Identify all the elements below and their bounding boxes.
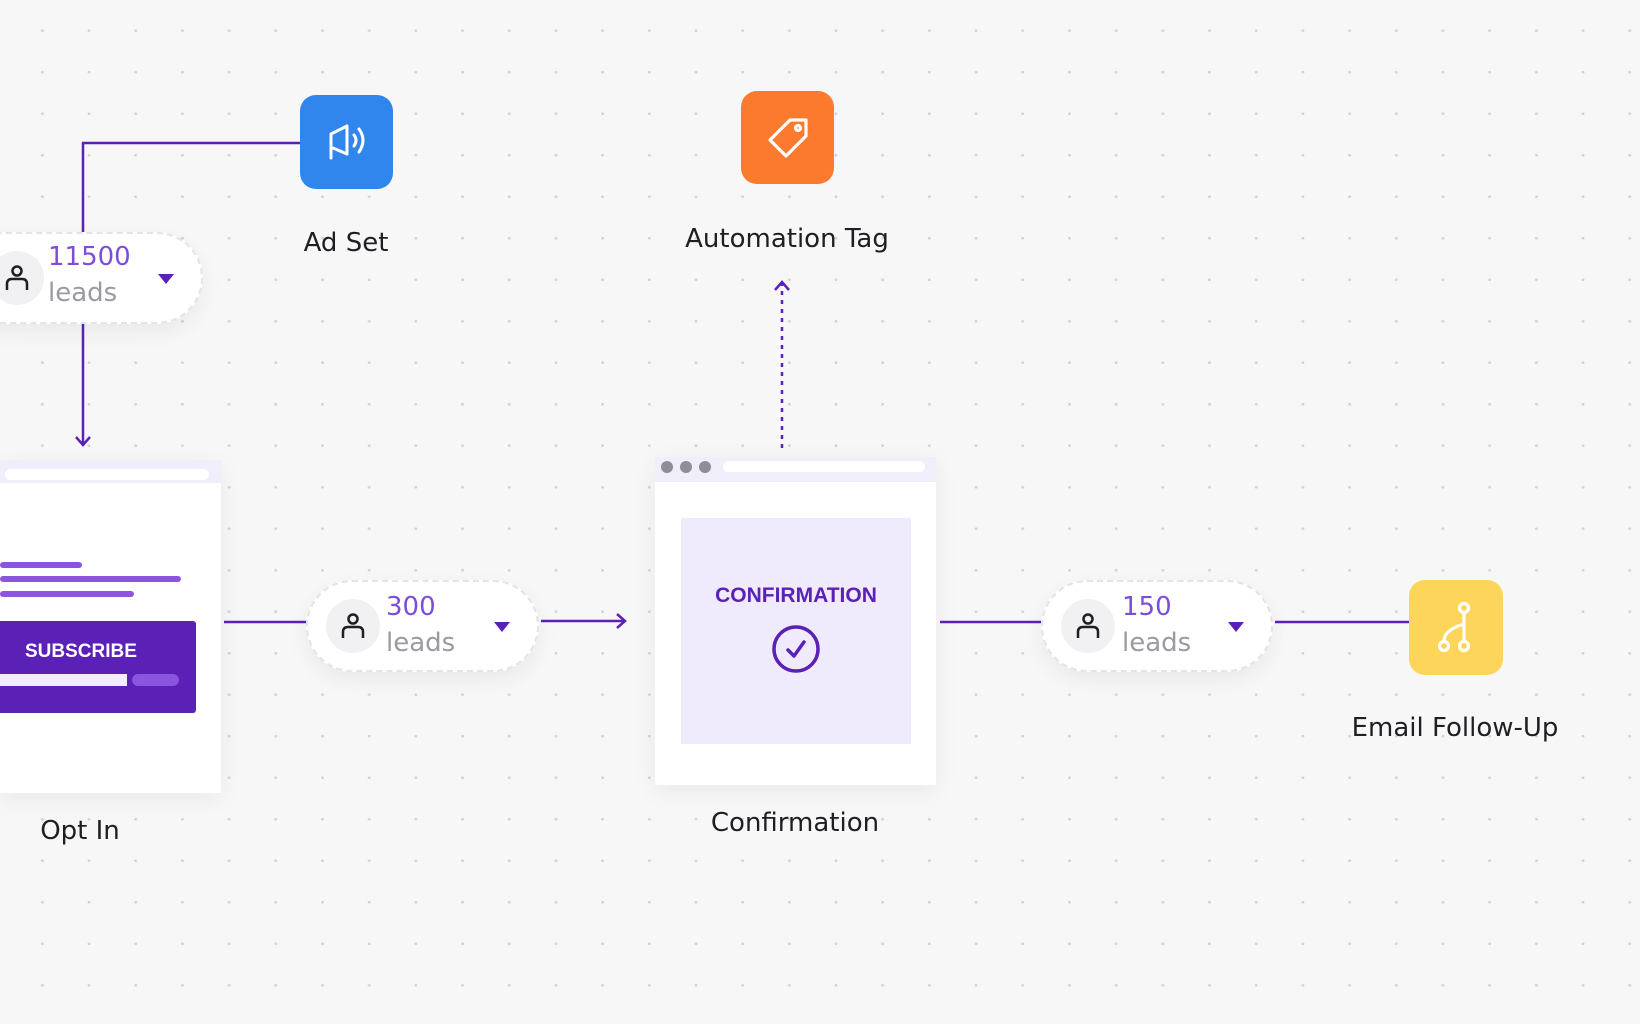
text-line	[0, 576, 181, 582]
chevron-down-icon[interactable]	[158, 274, 174, 284]
window-dot	[661, 461, 673, 473]
opt-in-page-card[interactable]: SUBSCRIBE	[0, 460, 221, 793]
leads-unit: leads	[1122, 628, 1192, 658]
user-icon	[341, 613, 365, 638]
avatar	[1061, 599, 1115, 653]
leads-counter-1[interactable]: 11500 leads	[0, 232, 203, 324]
confirmation-heading: CONFIRMATION	[715, 584, 877, 607]
address-bar	[723, 461, 925, 472]
user-icon	[1076, 613, 1100, 638]
user-icon	[5, 265, 29, 290]
confirmation-page-card[interactable]: CONFIRMATION	[655, 457, 936, 785]
browser-header	[655, 457, 936, 482]
tag-icon	[767, 117, 808, 158]
branch-icon	[1437, 601, 1471, 652]
leads-counter-3[interactable]: 150 leads	[1041, 580, 1273, 672]
opt-in-label: Opt In	[40, 816, 120, 846]
ad-set-node[interactable]	[300, 95, 393, 189]
subscribe-button-label: SUBSCRIBE	[25, 641, 137, 662]
browser-header	[0, 460, 221, 483]
confirmation-label: Confirmation	[710, 808, 880, 838]
avatar	[0, 251, 44, 305]
submit-button[interactable]	[132, 674, 179, 686]
text-line	[0, 591, 134, 597]
email-follow-up-label: Email Follow-Up	[1351, 713, 1559, 743]
arrow-head-right	[616, 613, 627, 629]
avatar	[326, 599, 380, 653]
leads-unit: leads	[48, 278, 118, 308]
email-input[interactable]	[0, 674, 127, 686]
connector-adset-to-pill	[81, 141, 300, 232]
automation-tag-label: Automation Tag	[685, 224, 889, 254]
confirmation-panel: CONFIRMATION	[681, 518, 911, 744]
leads-unit: leads	[386, 628, 456, 658]
leads-count: 300	[386, 592, 436, 622]
check-circle-icon	[772, 625, 820, 673]
ad-set-label: Ad Set	[303, 228, 389, 258]
window-dot	[699, 461, 711, 473]
arrow-head-down	[75, 436, 91, 447]
arrow-head-up	[774, 280, 790, 291]
automation-tag-node[interactable]	[741, 91, 834, 184]
subscribe-form[interactable]: SUBSCRIBE	[0, 621, 196, 713]
leads-counter-2[interactable]: 300 leads	[306, 580, 539, 672]
chevron-down-icon[interactable]	[1228, 622, 1244, 632]
email-follow-up-node[interactable]	[1409, 580, 1503, 675]
window-dot	[680, 461, 692, 473]
leads-count: 11500	[48, 242, 131, 272]
leads-count: 150	[1122, 592, 1172, 622]
address-bar	[5, 469, 209, 480]
megaphone-icon	[329, 124, 364, 160]
chevron-down-icon[interactable]	[494, 622, 510, 632]
text-line	[0, 562, 82, 568]
